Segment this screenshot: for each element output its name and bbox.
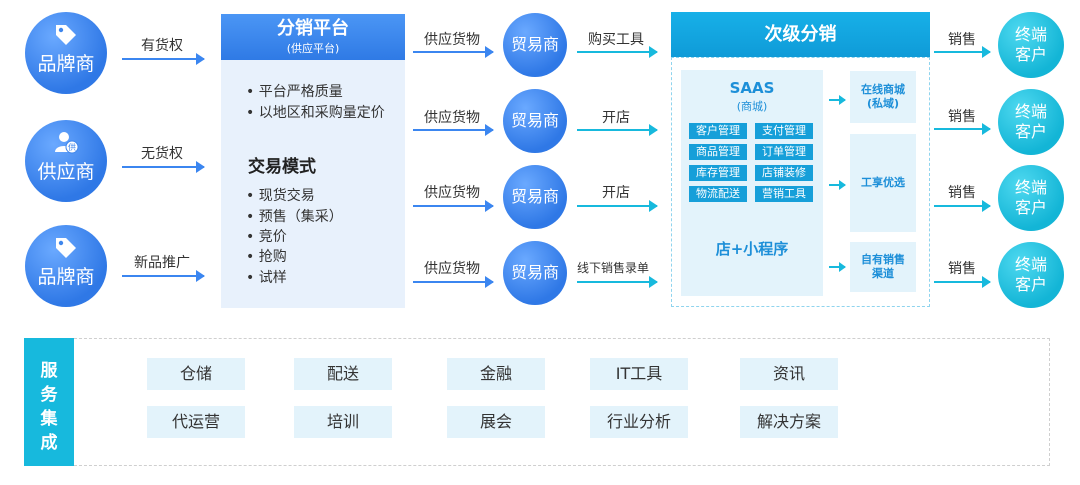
supply-arrow [413, 276, 494, 288]
platform-body [221, 60, 405, 308]
supply-label: 供应货物 [424, 110, 480, 126]
service-frame [74, 338, 1050, 466]
feature-chip: 客户管理 [689, 123, 747, 139]
action-arrow [577, 46, 658, 58]
service-item: 配送 [294, 358, 392, 390]
supplier-person-icon: 供 [55, 132, 79, 154]
saas-subtitle: (商城) [736, 100, 768, 113]
channel-arrow [829, 95, 846, 105]
action-label: 线下销售录单 [577, 261, 650, 275]
tag-icon [56, 238, 76, 258]
trader-circle: 贸易商 [503, 89, 567, 153]
action-arrow [577, 200, 658, 212]
feature-chip: 店铺装修 [755, 165, 813, 181]
sale-arrow [934, 276, 991, 288]
channel-online-mall: 在线商城 (私域) [850, 71, 916, 123]
feature-chip: 库存管理 [689, 165, 747, 181]
supply-label: 供应货物 [424, 261, 480, 277]
sale-arrow [934, 123, 991, 135]
trader-circle: 贸易商 [503, 241, 567, 305]
trade-mode-item: • 预售（集采） [246, 209, 343, 225]
channel-gongxiang: 工享优选 [850, 134, 916, 232]
feature-chip: 订单管理 [755, 144, 813, 160]
store-miniprogram-label: 店+小程序 [715, 240, 789, 258]
secondary-header: 次级分销 [671, 12, 930, 57]
saas-box [681, 70, 823, 296]
trader-circle: 贸易商 [503, 165, 567, 229]
end-customer: 终端客户 [998, 242, 1064, 308]
sale-label: 销售 [948, 185, 976, 201]
channel-arrow [829, 180, 846, 190]
action-arrow [577, 276, 658, 288]
platform-subtitle: (供应平台) [286, 42, 340, 55]
service-item: 行业分析 [590, 406, 688, 438]
supply-arrow [413, 124, 494, 136]
trade-mode-item: • 现货交易 [246, 188, 315, 204]
arrow-source-2 [122, 161, 205, 173]
feature-chip: 营销工具 [755, 186, 813, 202]
sale-arrow [934, 46, 991, 58]
end-customer: 终端客户 [998, 89, 1064, 155]
service-item: 培训 [294, 406, 392, 438]
feature-chip: 物流配送 [689, 186, 747, 202]
source-label: 品牌商 [37, 266, 95, 288]
platform-header: 分销平台 (供应平台) [221, 14, 405, 60]
channel-arrow [829, 262, 846, 272]
action-label: 购买工具 [588, 32, 644, 48]
feature-chip: 支付管理 [755, 123, 813, 139]
action-arrow [577, 124, 658, 136]
source-brand-1: 品牌商 [25, 12, 107, 94]
secondary-frame [671, 57, 930, 307]
sale-arrow [934, 200, 991, 212]
action-label: 开店 [602, 110, 630, 126]
arrow-source-1 [122, 53, 205, 65]
trade-mode-item: • 竞价 [246, 229, 287, 245]
supplier-badge: 供 [68, 142, 76, 152]
platform-bullet: • 以地区和采购量定价 [246, 105, 385, 121]
arrow-label-has-rights: 有货权 [141, 38, 183, 54]
sale-label: 销售 [948, 261, 976, 277]
service-item: 展会 [447, 406, 545, 438]
source-label: 品牌商 [37, 53, 95, 75]
sale-label: 销售 [948, 109, 976, 125]
sale-label: 销售 [948, 32, 976, 48]
service-integration-label: 服 务 集 成 [24, 338, 74, 466]
supply-arrow [413, 46, 494, 58]
trade-mode-title: 交易模式 [248, 157, 316, 177]
supply-arrow [413, 200, 494, 212]
tag-icon [56, 25, 76, 45]
action-label: 开店 [602, 185, 630, 201]
trade-mode-item: • 试样 [246, 270, 287, 286]
service-item: 解决方案 [740, 406, 838, 438]
arrow-source-3 [122, 270, 205, 282]
end-customer: 终端客户 [998, 165, 1064, 231]
trade-mode-item: • 抢购 [246, 249, 287, 265]
supply-label: 供应货物 [424, 32, 480, 48]
platform-title: 分销平台 [277, 18, 349, 39]
service-item: 金融 [447, 358, 545, 390]
service-item: IT工具 [590, 358, 688, 390]
channel-own-sales: 自有销售 渠道 [850, 242, 916, 292]
service-item: 仓储 [147, 358, 245, 390]
service-item: 代运营 [147, 406, 245, 438]
saas-title: SAAS [729, 79, 775, 97]
supply-label: 供应货物 [424, 185, 480, 201]
feature-chip: 商品管理 [689, 144, 747, 160]
service-item: 资讯 [740, 358, 838, 390]
end-customer: 终端客户 [998, 12, 1064, 78]
trader-circle: 贸易商 [503, 13, 567, 77]
source-supplier: 供 供应商 [25, 120, 107, 202]
source-brand-2: 品牌商 [25, 225, 107, 307]
source-label: 供应商 [37, 161, 95, 183]
arrow-label-no-rights: 无货权 [141, 146, 183, 162]
arrow-label-new-product: 新品推广 [134, 255, 190, 271]
platform-bullet: • 平台严格质量 [246, 84, 343, 100]
